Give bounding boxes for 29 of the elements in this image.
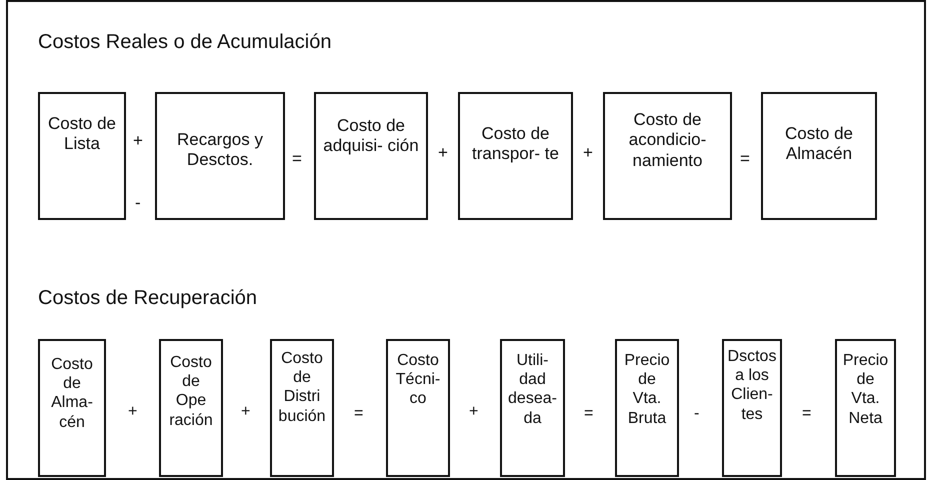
cost-box: Costo de Alma- cén [38,339,106,477]
cost-box: Recargos y Desctos. [155,92,285,220]
cost-box: Costo de Almacén [761,92,877,220]
operator-sign: + [241,404,250,420]
cost-box: Precio de Vta. Neta [835,339,896,477]
cost-box: Costo Técni- co [386,339,450,477]
cost-box: Costo de adquisi- ción [314,92,428,220]
cost-box: Dsctos a los Clien- tes [722,339,782,477]
operator-sign: = [292,150,302,167]
cost-box: Utili- dad desea- da [500,339,565,477]
operator-sign: + [133,132,143,149]
section-heading: Costos de Recuperación [38,288,258,308]
operator-sign: = [354,406,364,422]
operator-sign: + [128,404,138,420]
cost-box: Precio de Vta. Bruta [615,339,679,477]
cost-box: Costo de Lista [38,92,126,220]
operator-sign: = [740,150,750,167]
cost-box: Costo de Ope ración [159,339,223,477]
operator-sign: + [583,144,593,161]
operator-sign: = [802,406,812,422]
operator-sign: = [584,406,594,422]
operator-sign: + [469,404,478,420]
section-heading: Costos Reales o de Acumulación [38,32,332,52]
cost-box: Costo de transpor- te [458,92,573,220]
cost-box: Costo de acondicio- namiento [603,92,732,220]
operator-sign: - [694,406,700,422]
cost-box: Costo de Distri bución [270,339,334,477]
operator-sign: + [438,144,448,161]
operator-sign: - [135,194,141,211]
